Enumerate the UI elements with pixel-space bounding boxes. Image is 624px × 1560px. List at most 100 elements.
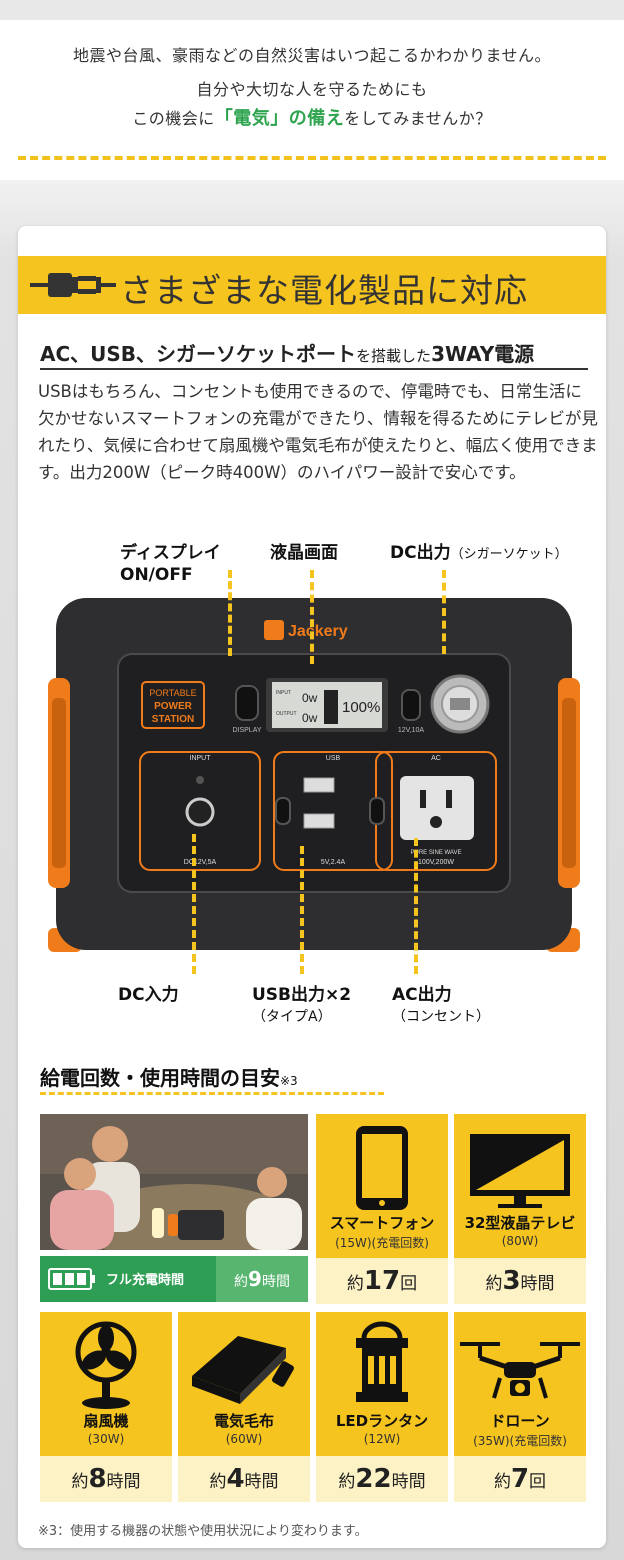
tile-prefix: 約 (493, 1472, 511, 1492)
callout-dc-in: DC入力 (118, 985, 179, 1005)
drone-icon (460, 1342, 580, 1399)
full-charge-label: フル充電時間 (106, 1273, 185, 1288)
tile-unit: 回 (529, 1472, 547, 1492)
tile-blanket: 電気毛布 (60W) 約4時間 (178, 1312, 310, 1502)
intro-line-3-post: をしてみませんか？ (344, 109, 492, 128)
tile-value: 約8時間 (40, 1456, 172, 1502)
connector-display (228, 570, 232, 656)
callout-display-label: ディスプレイ (120, 543, 221, 563)
svg-text:0w: 0w (302, 711, 318, 725)
svg-text:5V,2.4A: 5V,2.4A (321, 859, 346, 866)
callout-dc-out-sub: （シガーソケット） (450, 547, 568, 562)
tile-prefix: 約 (71, 1472, 89, 1492)
tile-prefix: 約 (485, 1274, 503, 1294)
usage-title-text: 給電回数・使用時間の目安 (40, 1066, 280, 1090)
connector-lcd (310, 570, 314, 664)
tile-name: ドローン (490, 1412, 550, 1430)
intro-line-1: 地震や台風、豪雨などの自然災害はいつ起こるかわかりません。 (72, 46, 552, 65)
svg-text:0w: 0w (302, 691, 318, 705)
family-photo-illustration (40, 1114, 308, 1250)
subheading-mid: を搭載した (356, 347, 432, 365)
callout-display: ディスプレイ ON/OFF (120, 542, 221, 586)
tile-name: LEDランタン (335, 1412, 429, 1430)
power-station-illustration: Jackery PORTABLE POWER STATION DISPLAY I… (48, 598, 580, 952)
tile-number: 17 (363, 1266, 401, 1296)
tile-value: 約17回 (316, 1258, 448, 1304)
tile-watt: (35W)(充電回数) (473, 1434, 567, 1448)
blanket-icon (192, 1336, 294, 1404)
connector-ac (414, 838, 418, 974)
full-charge-hours: 9 (248, 1267, 262, 1291)
svg-text:INPUT: INPUT (276, 690, 291, 696)
tile-tv: 32型液晶テレビ (80W) 約3時間 (454, 1114, 586, 1304)
tile-value: 約4時間 (178, 1456, 310, 1502)
full-charge-prefix: 約 (234, 1274, 249, 1290)
tile-watt: (12W) (363, 1432, 401, 1446)
tile-name: 電気毛布 (213, 1412, 274, 1430)
tile-name: スマートフォン (329, 1214, 435, 1232)
tile-value: 約3時間 (454, 1258, 586, 1304)
full-charge-value: 約9時間 (216, 1256, 308, 1302)
banner-title: さまざまな電化製品に対応 (120, 271, 528, 310)
svg-text:PORTABLE: PORTABLE (149, 688, 196, 698)
intro-divider (18, 156, 606, 160)
tile-lantern: LEDランタン (12W) 約22時間 (316, 1312, 448, 1502)
intro-line-2: 自分や大切な人を守るためにも (196, 80, 428, 99)
full-charge-unit: 時間 (261, 1274, 290, 1290)
svg-text:POWER: POWER (154, 701, 193, 712)
callout-usb-out: USB出力×2 （タイプA） (252, 984, 351, 1028)
callout-lcd: 液晶画面 (270, 543, 338, 563)
tile-drone: ドローン (35W)(充電回数) 約7回 (454, 1312, 586, 1502)
tile-number: 4 (226, 1464, 245, 1494)
intro-line-3-pre: この機会に (132, 109, 215, 128)
callout-display-label-2: ON/OFF (120, 565, 193, 585)
callout-dc-out: DC出力（シガーソケット） (390, 542, 568, 566)
tile-unit: 時間 (520, 1274, 555, 1294)
tile-name: 扇風機 (83, 1412, 129, 1430)
svg-text:100V,200W: 100V,200W (418, 859, 454, 866)
callout-usb-out-sub: （タイプA） (252, 1009, 332, 1025)
intro-line-3: この機会に「電気」の備えをしてみませんか？ (0, 104, 624, 130)
svg-text:PURE SINE WAVE: PURE SINE WAVE (410, 850, 461, 856)
footnote: ※3：使用する機器の状態や使用状況により変わります。 (38, 1524, 368, 1539)
callout-dc-out-label: DC出力 (390, 543, 451, 563)
usage-section-title: 給電回数・使用時間の目安※3 (40, 1062, 298, 1091)
tile-fan: 扇風機 (30W) 約8時間 (40, 1312, 172, 1502)
tile-watt: (15W)(充電回数) (335, 1236, 429, 1250)
tile-prefix: 約 (209, 1472, 227, 1492)
intro-section: 地震や台風、豪雨などの自然災害はいつ起こるかわかりません。 自分や大切な人を守る… (0, 0, 624, 180)
lantern-icon (356, 1321, 408, 1402)
tile-number: 3 (502, 1266, 521, 1296)
connector-dc-in (192, 834, 196, 974)
tile-smartphone: スマートフォン (15W)(充電回数) 約17回 (316, 1114, 448, 1304)
connector-usb (300, 846, 304, 974)
svg-text:INPUT: INPUT (190, 755, 212, 762)
tile-unit: 時間 (391, 1472, 426, 1492)
tile-unit: 回 (400, 1274, 418, 1294)
connector-dc-out (442, 570, 446, 654)
intro-highlight: 「電気」の備え (214, 108, 345, 129)
svg-text:12V,10A: 12V,10A (398, 727, 425, 734)
subheading-main: AC、USB、シガーソケットポート (40, 342, 357, 366)
callout-ac-out: AC出力 （コンセント） (392, 984, 490, 1028)
description: USBはもちろん、コンセントも使用できるので、停電時でも、日常生活に欠かせないス… (38, 382, 598, 482)
svg-text:DC12V,5A: DC12V,5A (184, 859, 217, 866)
callout-ac-out-label: AC出力 (392, 985, 452, 1005)
svg-text:OUTPUT: OUTPUT (276, 711, 297, 717)
tile-name: 32型液晶テレビ (464, 1214, 576, 1232)
smartphone-icon (356, 1126, 408, 1210)
tile-watt: (30W) (87, 1432, 125, 1446)
svg-text:STATION: STATION (152, 714, 194, 725)
callout-ac-out-sub: （コンセント） (392, 1009, 490, 1025)
plug-icon (30, 273, 116, 297)
family-photo (40, 1114, 308, 1250)
battery-icon (48, 1268, 95, 1290)
tv-icon (470, 1134, 570, 1208)
tile-prefix: 約 (338, 1472, 356, 1492)
svg-text:100%: 100% (342, 699, 380, 716)
tile-value: 約22時間 (316, 1456, 448, 1502)
tile-number: 22 (355, 1464, 392, 1494)
device-brand: Jackery (288, 623, 348, 640)
subheading-underline (40, 368, 588, 370)
tile-prefix: 約 (346, 1274, 364, 1294)
